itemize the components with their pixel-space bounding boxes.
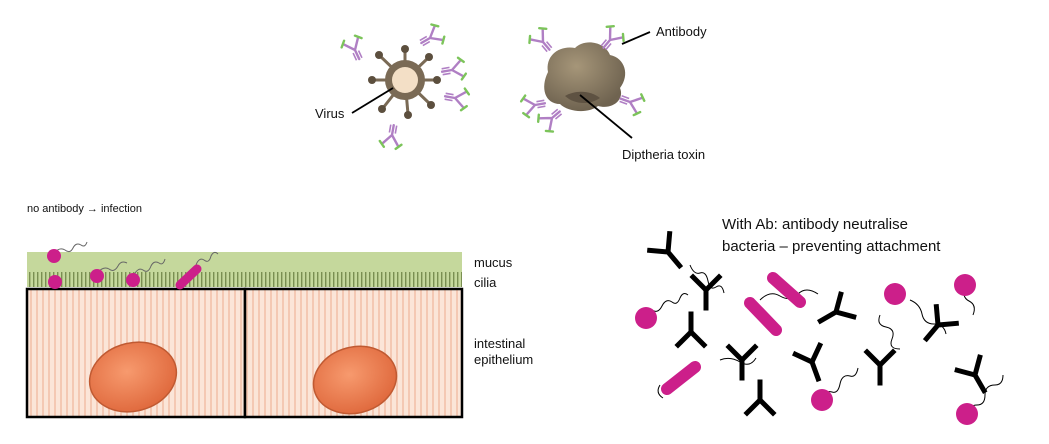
mucus-label: mucus (474, 255, 513, 270)
cell-nucleus-left (88, 341, 178, 413)
antibody-label: Antibody (656, 24, 707, 39)
attached-bacteria (47, 241, 219, 290)
mucus-layer (27, 252, 462, 274)
with-ab-caption-line2: bacteria – preventing attachment (722, 238, 941, 255)
virus-label: Virus (315, 106, 345, 121)
no-antibody-caption: no antibody → infection (27, 203, 142, 215)
cilia-label: cilia (474, 275, 497, 290)
toxin-label: Diptheria toxin (622, 147, 705, 162)
epithelium-label-line2: epithelium (474, 352, 533, 367)
diptheria-toxin-illustration (544, 42, 626, 112)
with-ab-caption-line1: With Ab: antibody neutralise (722, 216, 908, 233)
neutralised-bacteria (635, 272, 978, 425)
virus-pointer-line (351, 87, 394, 114)
black-antibodies (650, 234, 996, 413)
virus-illustration (368, 45, 441, 119)
toxin-pointer-line (579, 94, 633, 139)
epithelium-label-line1: intestinal (474, 336, 525, 351)
antibody-pointer-line (621, 31, 651, 45)
epithelium-cells (25, 287, 464, 419)
cell-nucleus-right (312, 345, 398, 415)
